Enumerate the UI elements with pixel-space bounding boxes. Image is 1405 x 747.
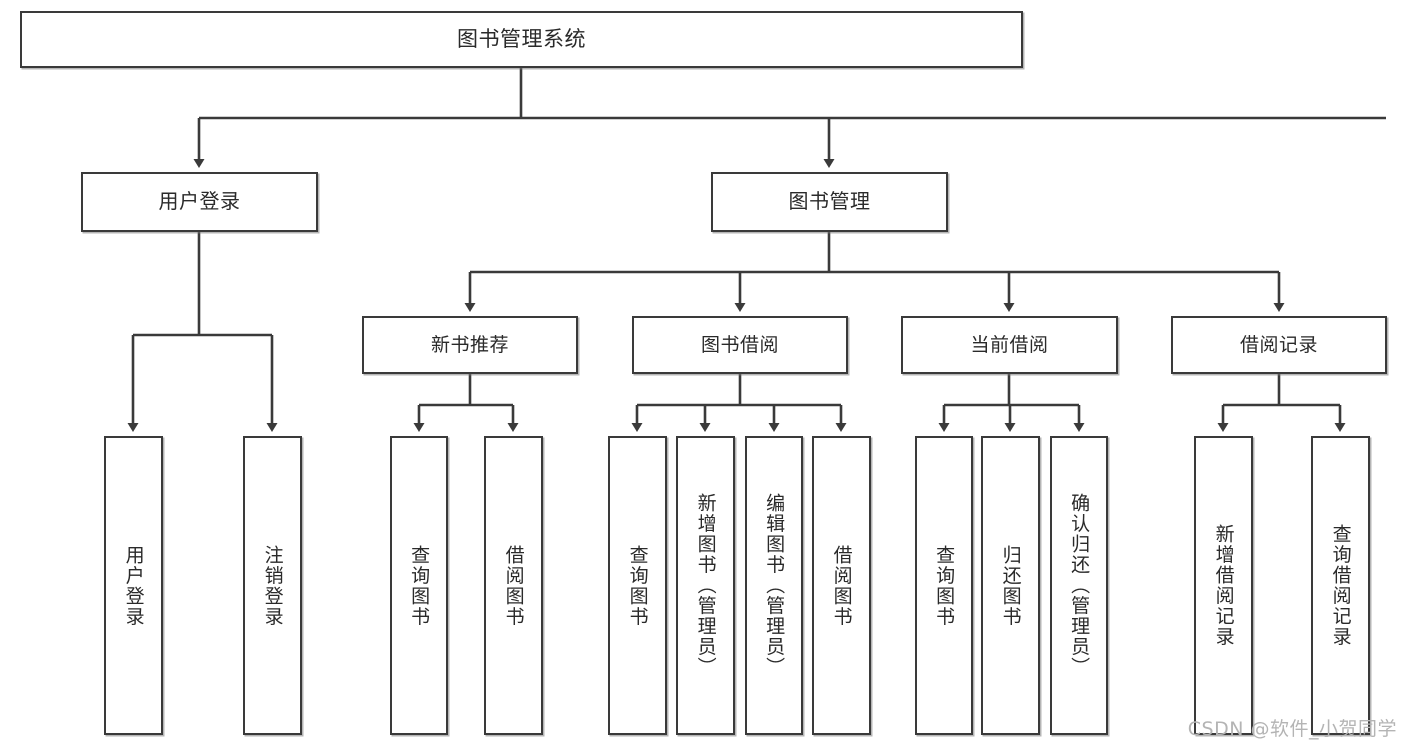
node-borrow-record-label: 借阅记录 (1239, 333, 1318, 356)
node-user-login-label: 用户登录 (158, 189, 241, 214)
node-leaf-borrow-book-1[interactable]: 借阅图书 (484, 436, 543, 735)
node-leaf-user-login[interactable]: 用户登录 (104, 436, 163, 735)
node-leaf-query-book-1[interactable]: 查询图书 (390, 436, 448, 735)
node-leaf-borrow-book-2-label: 借阅图书 (830, 544, 853, 627)
node-current-borrow[interactable]: 当前借阅 (901, 316, 1118, 374)
node-leaf-confirm-return[interactable]: 确认归还（管理员） (1050, 436, 1108, 735)
node-leaf-logout[interactable]: 注销登录 (243, 436, 302, 735)
node-leaf-query-record[interactable]: 查询借阅记录 (1311, 436, 1370, 735)
node-leaf-query-book-3-label: 查询图书 (933, 544, 956, 627)
node-leaf-confirm-return-label: 确认归还（管理员） (1068, 493, 1091, 678)
node-borrow-record[interactable]: 借阅记录 (1171, 316, 1387, 374)
node-book-borrow-label: 图书借阅 (700, 333, 779, 356)
node-leaf-edit-book-label: 编辑图书（管理员） (763, 493, 786, 678)
node-leaf-logout-label: 注销登录 (261, 544, 284, 627)
node-leaf-query-book-3[interactable]: 查询图书 (915, 436, 973, 735)
node-leaf-edit-book[interactable]: 编辑图书（管理员） (745, 436, 803, 735)
node-leaf-user-login-label: 用户登录 (122, 544, 145, 627)
node-book-manage-label: 图书管理 (788, 189, 871, 214)
node-leaf-add-record[interactable]: 新增借阅记录 (1194, 436, 1253, 735)
node-new-book-rec-label: 新书推荐 (430, 333, 509, 356)
node-current-borrow-label: 当前借阅 (970, 333, 1049, 356)
watermark-text: CSDN @软件_小贺同学 (1187, 718, 1397, 740)
node-leaf-add-book-label: 新增图书（管理员） (694, 493, 717, 678)
node-leaf-add-record-label: 新增借阅记录 (1212, 524, 1235, 647)
node-leaf-query-book-2[interactable]: 查询图书 (608, 436, 667, 735)
node-user-login[interactable]: 用户登录 (81, 172, 318, 232)
node-leaf-borrow-book-2[interactable]: 借阅图书 (812, 436, 871, 735)
node-leaf-return-book[interactable]: 归还图书 (981, 436, 1040, 735)
node-leaf-query-record-label: 查询借阅记录 (1329, 524, 1352, 647)
node-leaf-query-book-1-label: 查询图书 (408, 544, 431, 627)
node-book-manage[interactable]: 图书管理 (711, 172, 948, 232)
node-leaf-return-book-label: 归还图书 (999, 544, 1022, 627)
node-root[interactable]: 图书管理系统 (20, 11, 1023, 68)
node-leaf-query-book-2-label: 查询图书 (626, 544, 649, 627)
node-leaf-borrow-book-1-label: 借阅图书 (502, 544, 525, 627)
node-leaf-add-book[interactable]: 新增图书（管理员） (676, 436, 735, 735)
node-new-book-rec[interactable]: 新书推荐 (362, 316, 578, 374)
node-book-borrow[interactable]: 图书借阅 (632, 316, 848, 374)
node-root-label: 图书管理系统 (457, 27, 586, 52)
